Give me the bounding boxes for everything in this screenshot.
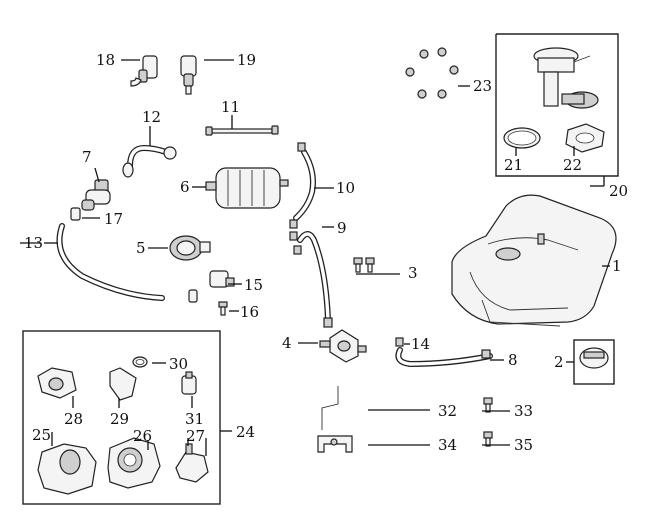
callout-29: 29 xyxy=(110,410,129,428)
part-30-o-ring xyxy=(132,356,166,368)
callout-23: 23 xyxy=(473,77,492,95)
callout-33: 33 xyxy=(514,402,533,420)
part-16-bolt xyxy=(218,301,239,316)
callout-30: 30 xyxy=(169,355,188,373)
part-11-fuel-line xyxy=(205,115,279,136)
callout-25: 25 xyxy=(32,426,51,444)
part-13-long-hose xyxy=(44,223,165,301)
part-15-connector xyxy=(209,270,242,288)
callout-13: 13 xyxy=(24,234,43,252)
callout-4: 4 xyxy=(282,334,292,352)
part-1-fuel-tank xyxy=(451,194,617,327)
callout-22: 22 xyxy=(563,156,582,174)
part-20-fuel-pump xyxy=(533,47,599,109)
part-31-sensor xyxy=(181,371,197,408)
part-35-bolt xyxy=(482,431,510,447)
part-23-bolts xyxy=(405,47,470,99)
part-6-charcoal-canister xyxy=(192,167,289,209)
callout-20: 20 xyxy=(609,182,628,200)
callout-21: 21 xyxy=(504,156,523,174)
callout-24: 24 xyxy=(236,423,255,441)
part-26-throttle-body xyxy=(107,437,161,489)
part-33-bolt xyxy=(482,397,510,413)
callout-16: 16 xyxy=(240,303,259,321)
part-19-connector xyxy=(180,55,234,95)
fuel-pump-group-box xyxy=(495,33,619,186)
part-12-short-hose xyxy=(122,126,177,178)
callout-26: 26 xyxy=(133,427,152,445)
part-25-throttle-assembly xyxy=(37,432,97,495)
callout-7: 7 xyxy=(82,148,92,166)
callout-12: 12 xyxy=(142,108,161,126)
callout-2: 2 xyxy=(554,353,564,371)
callout-6: 6 xyxy=(180,178,190,196)
callout-8: 8 xyxy=(508,351,518,369)
callout-31: 31 xyxy=(185,410,204,428)
part-10-hose xyxy=(289,142,334,229)
callout-35: 35 xyxy=(514,436,533,454)
callout-10: 10 xyxy=(336,179,355,197)
part-2-fuel-cap xyxy=(566,339,615,385)
part-17-clip xyxy=(70,207,100,221)
callout-17: 17 xyxy=(104,210,123,228)
part-8-hose xyxy=(395,337,504,368)
callout-28: 28 xyxy=(64,410,83,428)
part-22-gasket xyxy=(565,123,605,156)
callout-32: 32 xyxy=(438,402,457,420)
throttle-body-group-box xyxy=(22,330,232,505)
callout-9: 9 xyxy=(337,219,347,237)
part-29-bracket xyxy=(109,367,137,408)
part-21-ring xyxy=(503,127,541,156)
part-27-injector xyxy=(175,438,209,483)
callout-3: 3 xyxy=(408,264,418,282)
part-3-bolts xyxy=(353,257,400,275)
part-18-elbow-connector xyxy=(121,55,158,87)
callout-15: 15 xyxy=(244,276,263,294)
part-34-clip xyxy=(317,435,430,453)
callout-11: 11 xyxy=(221,98,240,116)
callout-27: 27 xyxy=(186,427,205,445)
part-4-fuel-valve xyxy=(298,329,367,363)
part-clip-small xyxy=(188,289,198,303)
part-9-hose xyxy=(289,226,334,328)
callout-1: 1 xyxy=(612,257,622,275)
part-5-pressure-regulator xyxy=(148,235,211,261)
callout-14: 14 xyxy=(411,335,430,353)
part-28-sensor xyxy=(37,367,77,408)
part-7-fuel-filter xyxy=(81,167,111,211)
callout-34: 34 xyxy=(438,436,457,454)
callout-19: 19 xyxy=(237,51,256,69)
part-32-bracket xyxy=(321,386,430,430)
callout-5: 5 xyxy=(136,239,146,257)
callout-18: 18 xyxy=(96,51,115,69)
